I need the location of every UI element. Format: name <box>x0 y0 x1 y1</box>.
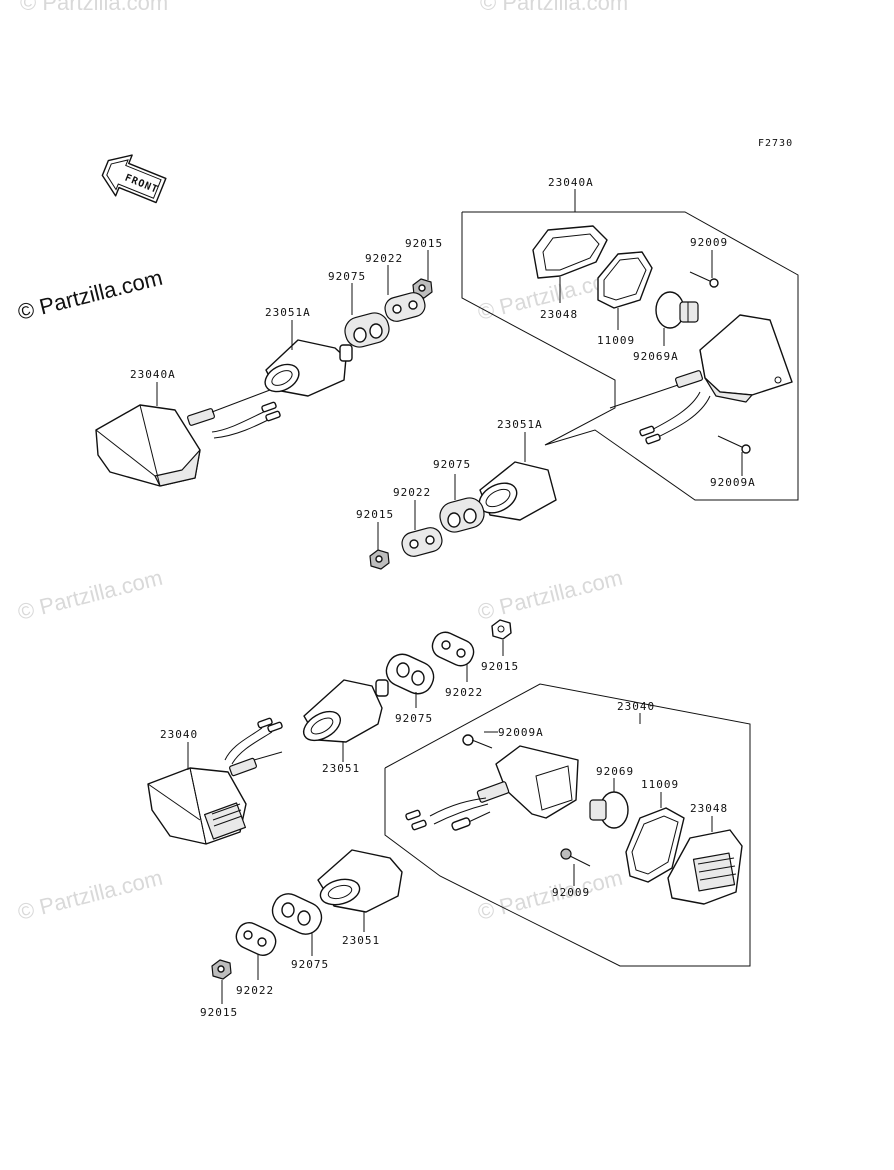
label-lower-23051-top: 23051 <box>322 762 360 775</box>
label-upper-right-92075: 92075 <box>433 458 471 471</box>
upper-lens-23048 <box>532 225 608 279</box>
label-lower-92022-bottom: 92022 <box>236 984 274 997</box>
label-upper-92009A: 92009A <box>710 476 756 489</box>
lower-gasket-11009 <box>625 807 685 883</box>
upper-assembly-bracket <box>461 211 799 501</box>
upper-bulb-92069A <box>655 291 699 329</box>
lower-washer-92022-top <box>431 631 475 667</box>
lower-bulb-92069 <box>589 791 629 829</box>
label-upper-right-92015: 92015 <box>356 508 394 521</box>
label-upper-right-92022: 92022 <box>393 486 431 499</box>
label-lower-92009A: 92009A <box>498 726 544 739</box>
upper-right-rubber-92075 <box>439 497 485 533</box>
label-upper-left-92022: 92022 <box>365 252 403 265</box>
lower-assembly-bracket <box>384 683 751 967</box>
label-lower-92015-top: 92015 <box>481 660 519 673</box>
label-lower-23048: 23048 <box>690 802 728 815</box>
label-lower-23040-left: 23040 <box>160 728 198 741</box>
lower-nut-92015-bottom <box>211 959 232 980</box>
label-lower-92069: 92069 <box>596 765 634 778</box>
upper-right-washer-92022 <box>401 527 443 557</box>
label-upper-92069A: 92069A <box>633 350 679 363</box>
lower-washer-92022-bottom <box>235 922 277 956</box>
label-upper-left-92075: 92075 <box>328 270 366 283</box>
upper-screw-92009A <box>717 435 751 454</box>
label-lower-assembly: 23040 <box>617 700 655 713</box>
label-lower-23051-bottom: 23051 <box>342 934 380 947</box>
upper-right-nut-92015 <box>369 549 390 570</box>
figure-code: F2730 <box>758 138 793 149</box>
upper-left-signal-23040A <box>95 389 281 487</box>
watermark-right-1: © Partzilla.com <box>475 565 625 625</box>
label-upper-assembly: 23040A <box>548 176 594 189</box>
upper-screw-92009 <box>689 271 719 288</box>
upper-left-clamp-23051A <box>264 339 353 397</box>
lower-clamp-23051-bottom <box>317 849 403 913</box>
label-upper-11009: 11009 <box>597 334 635 347</box>
lower-screw-92009A <box>462 734 493 749</box>
lower-rubber-92075-top <box>385 653 435 695</box>
label-lower-92022-top: 92022 <box>445 686 483 699</box>
label-upper-left-92015: 92015 <box>405 237 443 250</box>
lower-rubber-92075-bottom <box>271 893 323 935</box>
lower-nut-92015-top <box>491 619 512 640</box>
upper-left-washer-92022 <box>384 292 426 322</box>
lower-left-lens-texture <box>203 802 247 840</box>
lower-signal-housing-right <box>405 745 579 831</box>
label-upper-23048: 23048 <box>540 308 578 321</box>
label-lower-92075-bottom: 92075 <box>291 958 329 971</box>
label-lower-92009: 92009 <box>552 886 590 899</box>
watermark-top-right: © Partzilla.com <box>480 0 628 15</box>
watermark-top-left: © Partzilla.com <box>20 0 168 15</box>
lower-screw-92009 <box>560 848 591 867</box>
lower-lens-23048 <box>667 829 743 905</box>
label-upper-left-23051A: 23051A <box>265 306 311 319</box>
lower-left-signal-23040 <box>147 717 283 845</box>
front-arrow-icon: FRONT <box>101 154 167 204</box>
label-upper-92009: 92009 <box>690 236 728 249</box>
label-lower-92075-top: 92075 <box>395 712 433 725</box>
lower-clamp-23051-top <box>302 679 389 743</box>
label-upper-left-23040A: 23040A <box>130 368 176 381</box>
upper-right-clamp-23051A <box>478 461 557 521</box>
watermark-left-1: © Partzilla.com <box>15 565 165 625</box>
upper-left-rubber-92075 <box>344 312 390 348</box>
watermark-left-2: © Partzilla.com <box>15 865 165 925</box>
upper-gasket-11009 <box>597 251 653 309</box>
label-lower-92015-bottom: 92015 <box>200 1006 238 1019</box>
watermark-right-2: © Partzilla.com <box>475 865 625 925</box>
upper-signal-housing-right <box>609 314 793 445</box>
label-upper-right-23051A: 23051A <box>497 418 543 431</box>
label-lower-11009: 11009 <box>641 778 679 791</box>
watermark-main: © Partzilla.com <box>15 265 165 325</box>
